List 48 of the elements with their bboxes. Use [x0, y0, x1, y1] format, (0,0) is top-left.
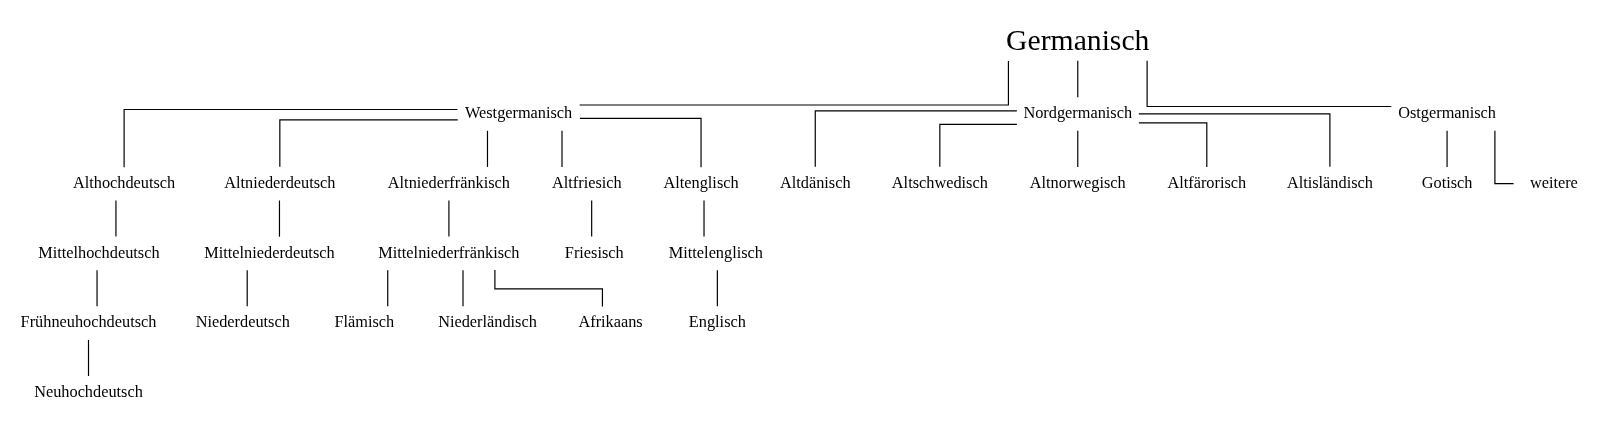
connector	[123, 108, 458, 168]
node-text: Altfriesich	[552, 172, 622, 192]
node-text: Altniederfränkisch	[387, 172, 511, 192]
node-text: Althochdeutsch	[72, 172, 176, 192]
node-text: Frühneuhochdeutsch	[20, 312, 157, 332]
connector	[1077, 60, 1079, 98]
connector	[1077, 130, 1079, 168]
node-text: Niederdeutsch	[195, 312, 290, 332]
node-text: Altfärorisch	[1167, 172, 1247, 192]
node-text: Niederländisch	[438, 312, 537, 332]
connector	[814, 110, 1018, 168]
node-text: Mittelhochdeutsch	[38, 242, 160, 262]
connector	[246, 269, 248, 307]
connector	[716, 269, 718, 307]
node-text: Ostgermanisch	[1398, 103, 1496, 123]
connector	[1138, 113, 1331, 168]
connector	[579, 117, 702, 168]
connector	[939, 123, 1018, 168]
node-text: Germanisch	[1006, 24, 1150, 57]
node-text: Altdänisch	[779, 172, 851, 192]
node-text: Altniederdeutsch	[224, 172, 336, 192]
connector	[279, 119, 459, 168]
connector	[1446, 130, 1448, 168]
connector	[278, 199, 281, 238]
node-text: Flämisch	[334, 312, 395, 332]
connector	[591, 199, 593, 238]
node-text: Nordgermanisch	[1023, 103, 1133, 123]
node-text: Westgermanisch	[464, 103, 573, 123]
connector	[1146, 60, 1392, 108]
connector	[579, 60, 1010, 106]
node-text: Friesisch	[564, 242, 624, 262]
node-text: Altisländisch	[1286, 172, 1373, 192]
node-text: Neuhochdeutsch	[34, 381, 143, 401]
connector	[1138, 122, 1208, 168]
node-text: Altenglisch	[663, 172, 739, 192]
node-text: Mittelenglisch	[668, 242, 763, 262]
connector	[87, 339, 90, 377]
node-text: Englisch	[688, 312, 746, 332]
connector	[448, 199, 450, 238]
connector	[387, 269, 389, 307]
node-text: Altschwedisch	[891, 172, 988, 192]
node-text: Afrikaans	[578, 312, 643, 332]
node-text: Altnorwegisch	[1029, 172, 1126, 192]
node-text: Mittelniederdeutsch	[204, 242, 335, 262]
node-text: weitere	[1529, 172, 1578, 192]
node-text: Mittelniederfränkisch	[378, 242, 520, 262]
connector	[486, 130, 489, 168]
node-text: Gotisch	[1421, 172, 1473, 192]
